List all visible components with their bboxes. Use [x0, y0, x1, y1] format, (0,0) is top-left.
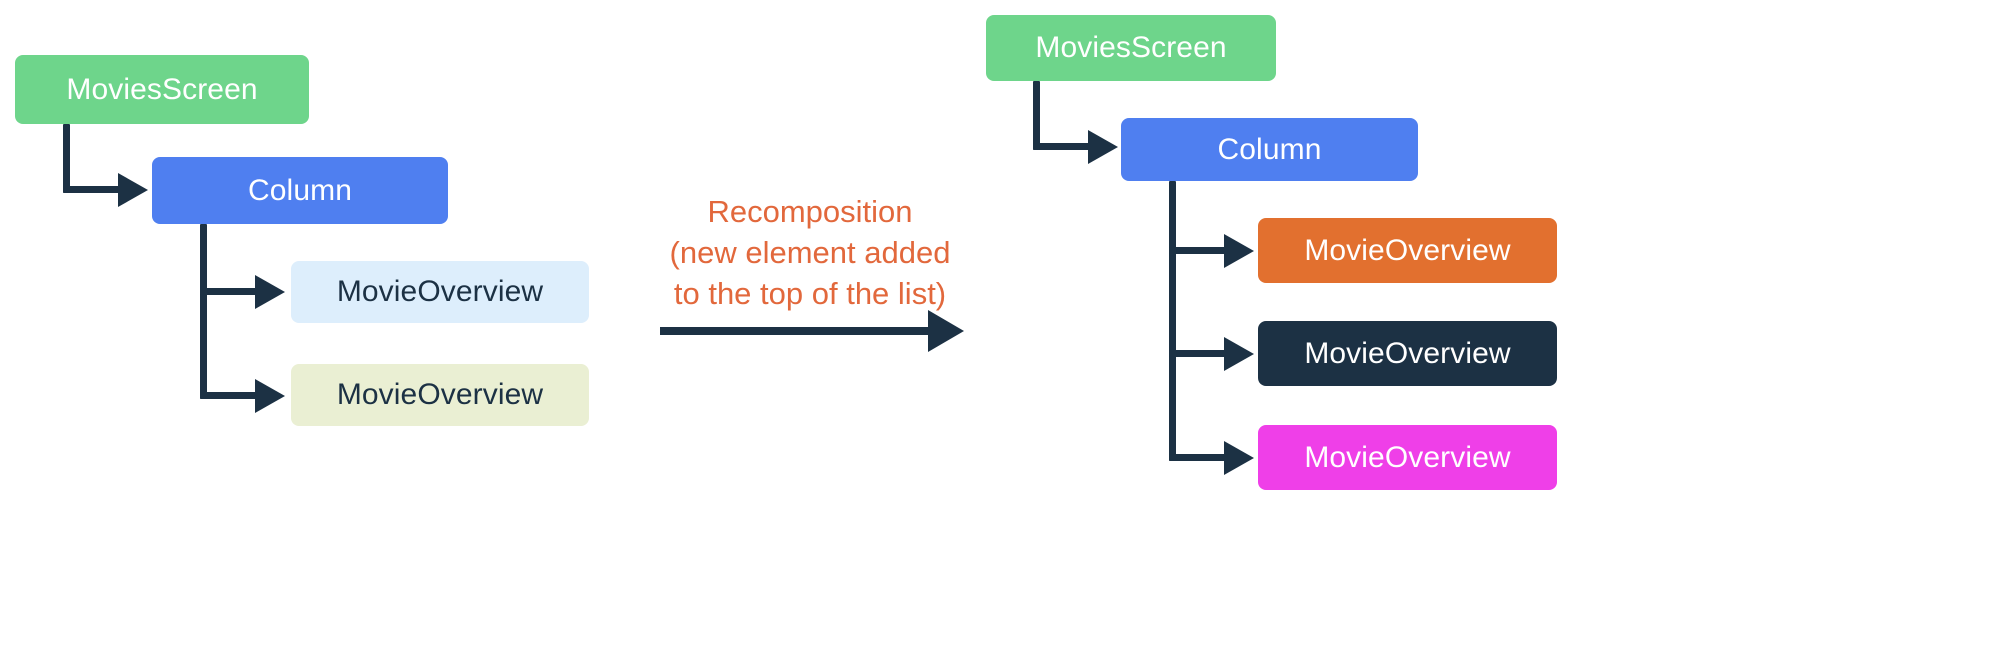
connector-vertical-column-children-after [1169, 181, 1176, 461]
node-movie-overview-before-2[interactable]: MovieOverview [291, 364, 589, 426]
connector-horizontal-child-1-after [1169, 247, 1231, 254]
node-label: MoviesScreen [66, 72, 258, 106]
connector-vertical-screen-to-column [63, 124, 70, 193]
node-label: MovieOverview [1304, 440, 1511, 474]
node-label: MovieOverview [336, 275, 544, 308]
node-movies-screen-before[interactable]: MoviesScreen [15, 55, 309, 124]
node-movie-overview-after-2[interactable]: MovieOverview [1258, 321, 1557, 386]
arrow-head-child-1-after [1224, 234, 1254, 268]
node-movies-screen-after[interactable]: MoviesScreen [986, 15, 1276, 81]
node-column-after[interactable]: Column [1121, 118, 1418, 181]
arrow-head-child-2-after [1224, 337, 1254, 371]
arrow-head-child-3-after [1224, 441, 1254, 475]
connector-horizontal-screen-to-column-after [1033, 143, 1095, 150]
node-label: Column [1217, 132, 1322, 166]
arrow-head-child-1 [255, 275, 285, 309]
arrow-head-child-2 [255, 379, 285, 413]
node-label: MoviesScreen [1035, 31, 1227, 64]
arrow-head-screen-to-column [118, 173, 148, 207]
transition-arrow-line [660, 327, 930, 335]
node-column-before[interactable]: Column [152, 157, 448, 224]
node-movie-overview-after-1[interactable]: MovieOverview [1258, 218, 1557, 283]
connector-vertical-column-children [200, 224, 207, 399]
connector-horizontal-child-3-after [1169, 454, 1231, 461]
node-label: MovieOverview [1304, 233, 1511, 267]
connector-horizontal-child-2-after [1169, 350, 1231, 357]
node-movie-overview-before-1[interactable]: MovieOverview [291, 261, 589, 323]
node-label: Column [248, 173, 352, 207]
node-label: MovieOverview [1304, 336, 1511, 370]
node-label: MovieOverview [336, 378, 544, 411]
recomposition-caption: Recomposition (new element added to the … [669, 194, 951, 311]
transition-arrow-head [928, 310, 964, 352]
connector-vertical-screen-to-column-after [1033, 81, 1040, 150]
connector-horizontal-child-2 [200, 392, 262, 399]
connector-horizontal-child-1 [200, 288, 262, 295]
connector-horizontal-screen-to-column [63, 186, 125, 193]
node-movie-overview-after-3[interactable]: MovieOverview [1258, 425, 1557, 490]
arrow-head-screen-to-column-after [1088, 130, 1118, 164]
